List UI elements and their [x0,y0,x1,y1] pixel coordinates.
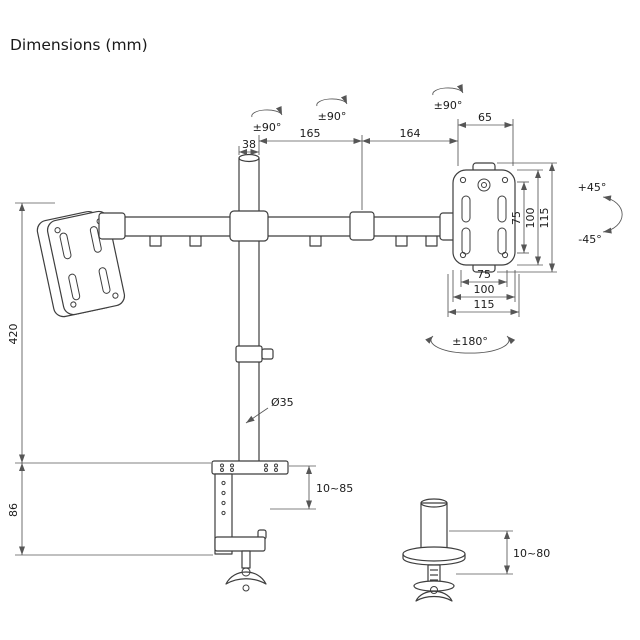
dim-label-vesa-h-100: 100 [474,283,495,296]
pole-collar [235,345,274,363]
dim-label-86: 86 [7,503,20,517]
page-title: Dimensions (mm) [10,36,148,54]
pole [235,153,274,461]
dim-label-grommet-range: 10~80 [513,547,550,560]
tilt-up-label: +45° [578,181,607,194]
grommet-mount [402,498,466,602]
dim-arm-left: 165 [259,127,363,210]
dim-label-clamp-range: 10~85 [316,482,353,495]
tilt-down-label: -45° [578,233,601,246]
cable-clips [149,236,438,247]
right-vesa-plate [452,162,516,273]
rotation-center-label: ±90° [318,110,347,123]
dim-arm-right: 164 [362,119,459,166]
dim-label-420: 420 [7,324,20,345]
swivel-label: ±180° [452,335,488,348]
dim-vesa-horizontal: 75 100 115 [447,268,520,317]
clamp-screw [225,550,267,592]
dim-clamp-height: 86 [7,463,213,556]
dim-label-vesa-h-75: 75 [477,268,491,281]
tilt-dimension: +45° -45° [578,181,623,246]
desk-clamp [211,460,289,592]
dim-label-165: 165 [300,127,321,140]
dim-label-vesa-v-75: 75 [510,211,523,225]
dim-vesa-vertical: 75 100 115 [497,162,557,273]
dim-arm-offset: 38 [238,135,260,155]
rotation-center: ±90° [316,95,348,123]
dim-clamp-range: 10~85 [270,465,353,510]
dim-grommet-range: 10~80 [449,530,550,575]
swivel-dimension: ±180° [425,335,516,354]
dim-label-d35: Ø35 [271,396,294,409]
rotation-left-label: ±90° [253,121,282,134]
dim-label-65: 65 [478,111,492,124]
dim-label-164: 164 [400,127,421,140]
dim-label-vesa-v-115: 115 [538,208,551,229]
tilt-pivot [477,178,491,192]
rotation-left: ±90° [251,106,283,134]
dim-label-vesa-h-115: 115 [474,298,495,311]
dim-plate-offset: 65 [458,111,514,166]
dim-pole-diameter: Ø35 [245,396,294,424]
dim-label-38: 38 [242,138,256,151]
dim-pole-height: 420 [7,202,211,464]
rotation-right: ±90° [432,84,464,112]
arm [98,210,468,247]
rotation-right-label: ±90° [434,99,463,112]
dim-label-vesa-v-100: 100 [524,208,537,229]
